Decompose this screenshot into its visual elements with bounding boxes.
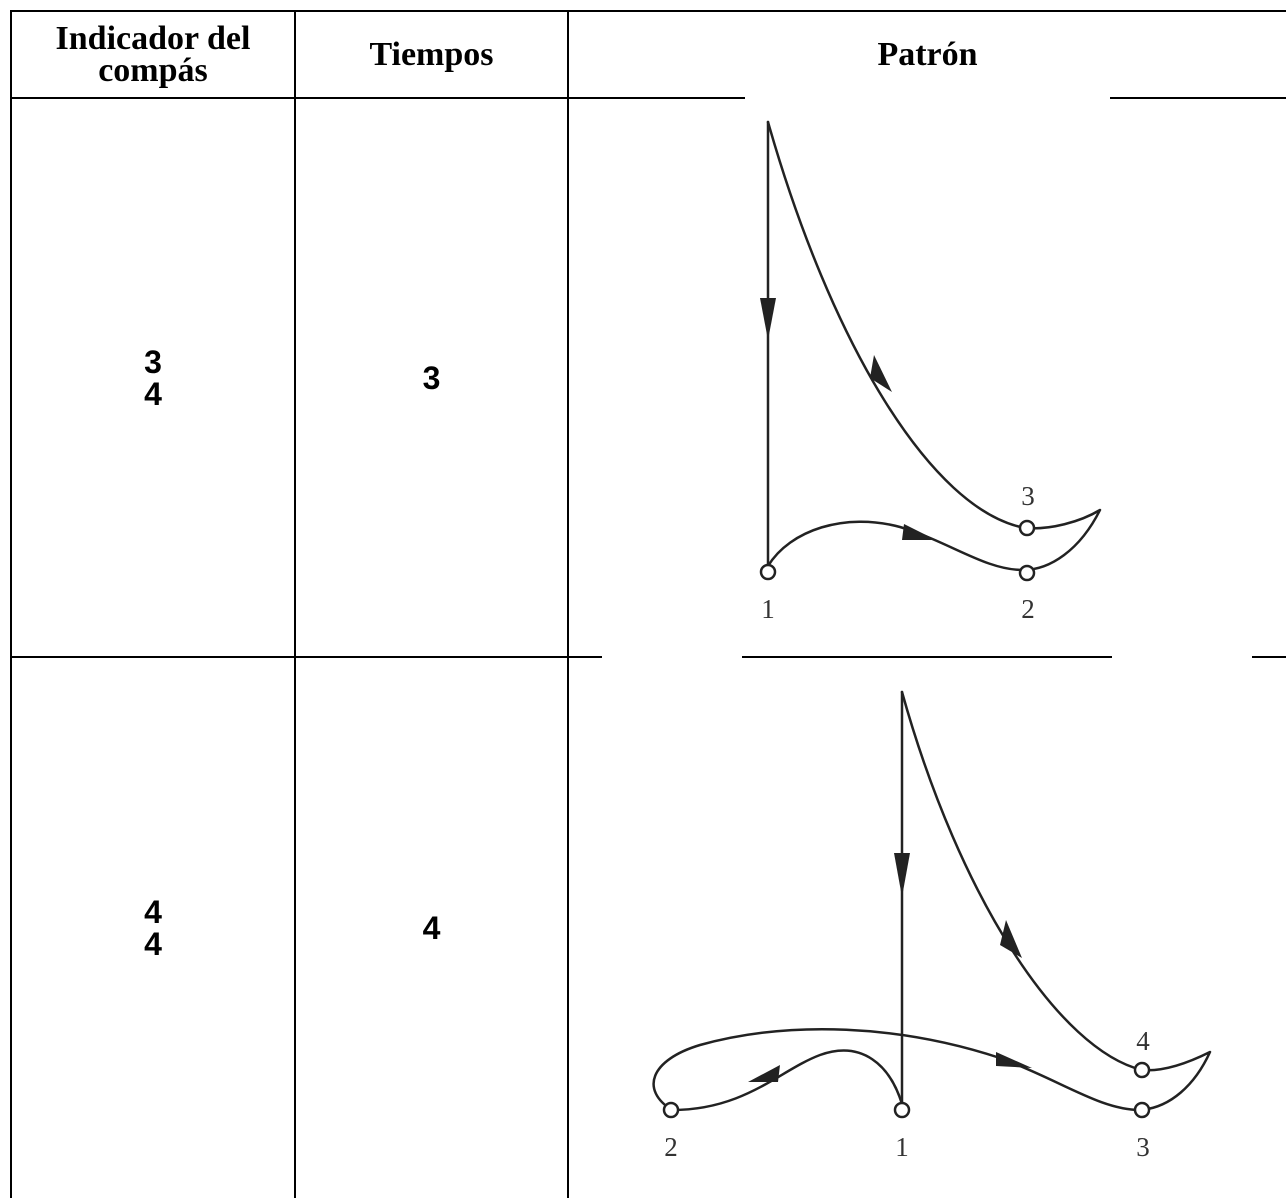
line-gap-bottom — [602, 656, 742, 658]
beat-label-4: 4 — [1136, 1026, 1150, 1056]
time-signature-3-4: 3 4 — [144, 346, 162, 410]
pattern-stroke-curve-1-2 — [766, 520, 1025, 572]
time-signature-top: 4 — [144, 894, 162, 930]
time-signature-top: 3 — [144, 343, 162, 380]
column-divider-1 — [294, 10, 296, 1198]
pattern-stroke-up — [900, 690, 1144, 1072]
header-time-signature-label: Indicador del compás — [55, 19, 251, 89]
beat-point-2 — [1018, 564, 1036, 582]
time-signature-bottom: 4 — [144, 375, 162, 412]
arrow-left-icon — [748, 1065, 780, 1082]
row-1-time-signature: 3 4 — [12, 99, 294, 656]
header-beats: Tiempos — [296, 12, 567, 97]
line-gap-bottom-2 — [1112, 656, 1252, 658]
pattern-stroke-curve-1-2 — [670, 1049, 904, 1112]
arrow-down-icon — [894, 853, 910, 897]
beats-count: 3 — [422, 359, 441, 396]
beat-point-4 — [1133, 1061, 1151, 1079]
arrow-up-icon — [1000, 920, 1022, 958]
table-border-left — [10, 10, 12, 1198]
pattern-stroke-curve-3-4 — [1138, 1050, 1212, 1112]
row-2-beats: 4 — [296, 658, 567, 1198]
arrow-right-icon — [902, 524, 936, 540]
pattern-stroke-up — [766, 120, 1027, 530]
row-1-beats: 3 — [296, 99, 567, 656]
pattern-stroke-curve-2-3 — [1021, 508, 1102, 572]
beat-point-3 — [1133, 1101, 1151, 1119]
beat-label-2: 2 — [664, 1132, 678, 1162]
arrow-up-icon — [870, 355, 892, 392]
table-border-top — [10, 10, 1286, 12]
beats-count: 4 — [422, 910, 441, 946]
header-time-signature: Indicador del compás — [12, 12, 294, 97]
beat-point-3 — [1018, 519, 1036, 537]
beat-point-1 — [893, 1101, 911, 1119]
beat-label-1: 1 — [761, 594, 775, 624]
header-divider — [10, 97, 1286, 99]
beat-label-2: 2 — [1021, 594, 1035, 624]
beat-label-3: 3 — [1136, 1132, 1150, 1162]
beat-label-1: 1 — [895, 1132, 909, 1162]
row-2-time-signature: 4 4 — [12, 658, 294, 1198]
time-signature-4-4: 4 4 — [144, 896, 162, 960]
header-pattern: Patrón — [569, 12, 1286, 97]
beat-point-1 — [759, 563, 777, 581]
arrow-down-icon — [760, 298, 776, 340]
column-divider-2 — [567, 10, 569, 1198]
line-gap-top — [745, 97, 1110, 99]
beat-point-2 — [662, 1101, 680, 1119]
header-beats-label: Tiempos — [369, 35, 494, 73]
beat-label-3: 3 — [1021, 481, 1035, 511]
pattern-stroke-loop-2-3 — [652, 1028, 1142, 1112]
header-pattern-label: Patrón — [877, 35, 978, 73]
arrow-right-icon — [996, 1052, 1032, 1068]
time-signature-bottom: 4 — [144, 926, 162, 962]
